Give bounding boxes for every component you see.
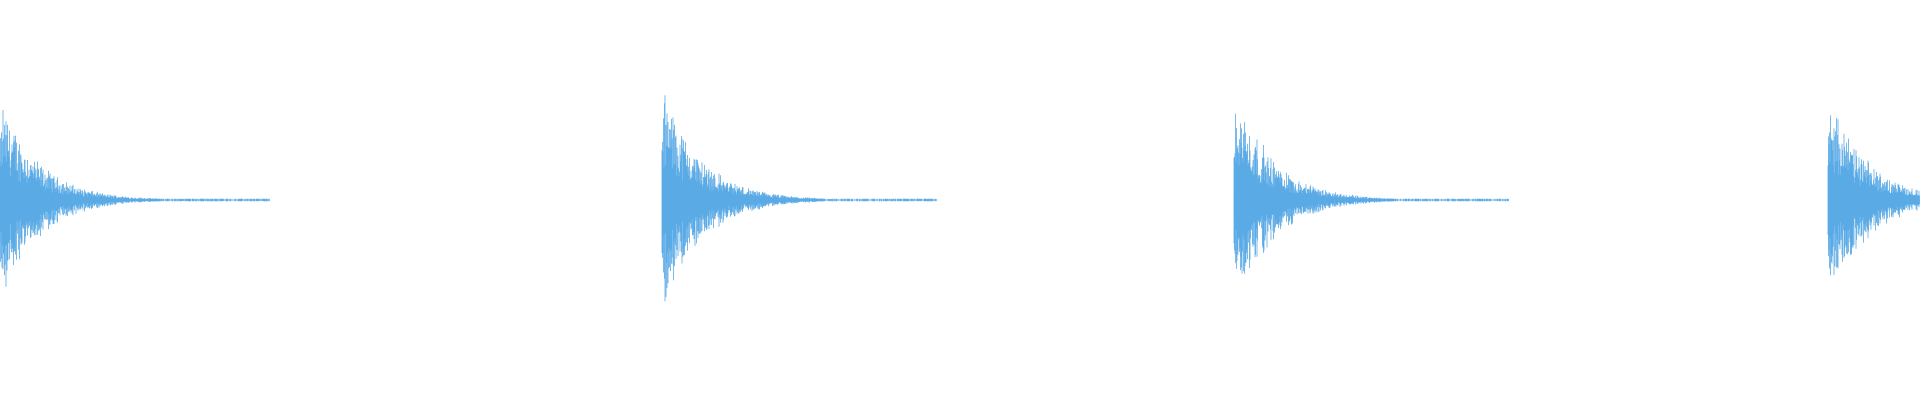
waveform-envelope xyxy=(1827,115,1920,276)
waveform-envelope xyxy=(1233,113,1509,274)
waveform-hit-4 xyxy=(1827,115,1920,276)
waveform-hit-3 xyxy=(1233,113,1509,274)
waveform-envelope xyxy=(661,95,937,302)
waveform-envelope xyxy=(0,109,270,287)
waveform-graph xyxy=(0,95,1920,302)
waveform-hit-1 xyxy=(0,109,270,287)
waveform-hit-2 xyxy=(661,95,937,302)
